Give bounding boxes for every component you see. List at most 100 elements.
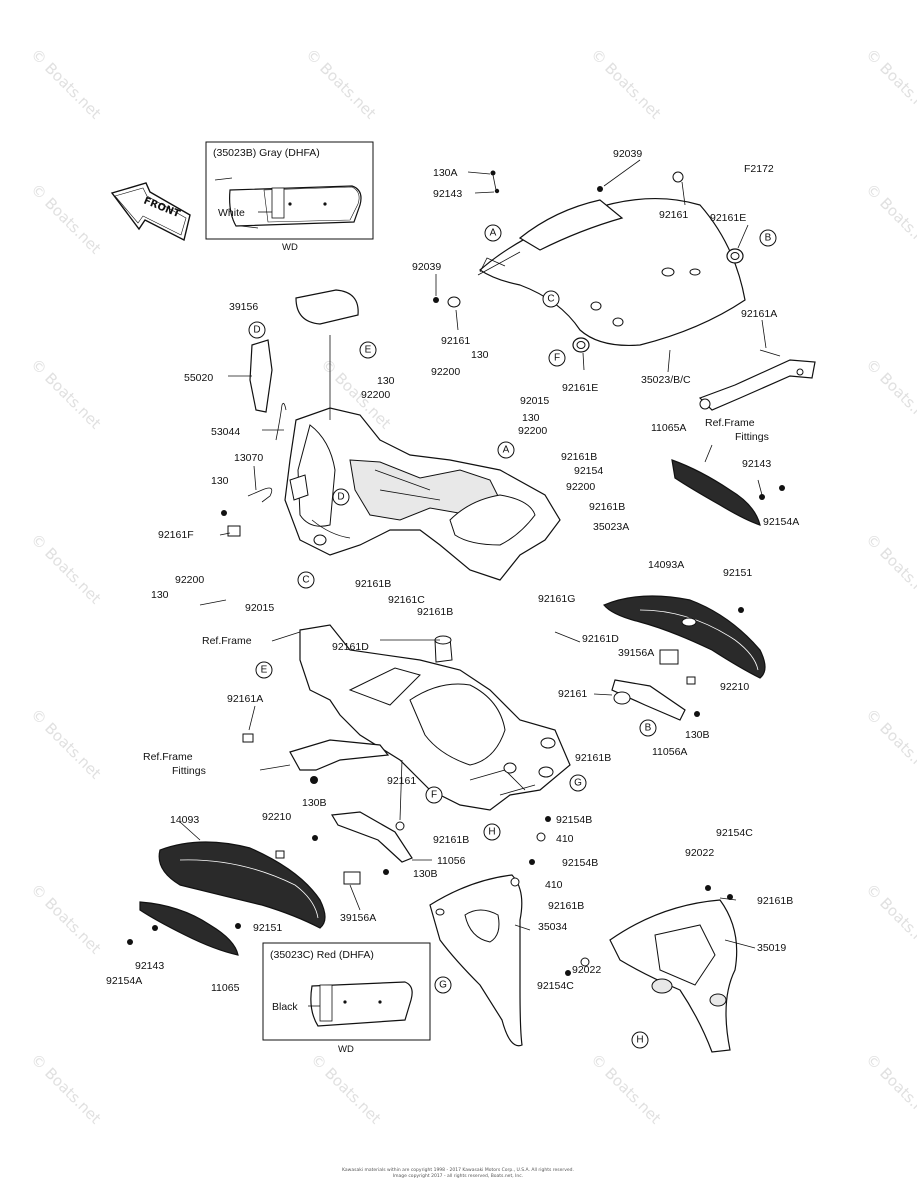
part-label: 92161B	[433, 834, 469, 846]
side-cover-left	[158, 841, 361, 929]
part-label: 130	[522, 412, 540, 424]
part-label: 13070	[234, 452, 263, 464]
part-label: 92200	[566, 481, 595, 493]
part-label: 410	[556, 833, 574, 845]
part-label: 92015	[245, 602, 274, 614]
watermark: © Boats.net	[862, 530, 917, 608]
part-label: 92210	[262, 811, 291, 823]
svg-text:B: B	[645, 723, 652, 734]
part-label: 410	[545, 879, 563, 891]
callout-F: F	[425, 786, 443, 804]
part-label: 92161	[441, 335, 470, 347]
inset-top-white: White	[218, 207, 245, 219]
part-label: 92154C	[537, 980, 574, 992]
watermark: © Boats.net	[587, 45, 665, 123]
callout-C: C	[542, 290, 560, 308]
leader-lines	[179, 159, 767, 949]
bracket-11056A	[611, 679, 700, 721]
svg-text:H: H	[636, 1035, 643, 1046]
part-label: 55020	[184, 372, 213, 384]
part-label: Ref.Frame	[202, 635, 252, 647]
part-label: 35034	[538, 921, 567, 933]
trim-11065	[127, 901, 239, 956]
watermark: © Boats.net	[302, 45, 380, 123]
watermark: © Boats.net	[862, 880, 917, 958]
part-label: 130	[471, 349, 489, 361]
watermark: © Boats.net	[27, 45, 105, 123]
svg-text:C: C	[547, 294, 554, 305]
mudflap-35034	[429, 816, 551, 1047]
part-label: 92161	[387, 775, 416, 787]
callout-F: F	[548, 349, 566, 367]
part-label: 130	[151, 589, 169, 601]
part-label: 92161B	[561, 451, 597, 463]
part-label: 92161F	[158, 529, 194, 541]
part-label: 92154B	[556, 814, 592, 826]
part-label: Fittings	[172, 765, 206, 777]
svg-text:H: H	[488, 827, 495, 838]
svg-text:A: A	[503, 445, 510, 456]
part-label: 35023A	[593, 521, 629, 533]
part-label: Ref.Frame	[705, 417, 755, 429]
inset-bottom-black: Black	[272, 1001, 298, 1013]
part-label: Fittings	[735, 431, 769, 443]
footer-copyright: Kawasaki materials within are copyright …	[342, 1167, 574, 1173]
part-label: 92161D	[332, 641, 369, 653]
part-label: 92022	[685, 847, 714, 859]
part-label: 39156	[229, 301, 258, 313]
part-label: 130B	[685, 729, 710, 741]
watermark: © Boats.net	[27, 355, 105, 433]
part-label: 92161C	[388, 594, 425, 606]
svg-text:F: F	[431, 790, 437, 801]
watermark: © Boats.net	[862, 180, 917, 258]
part-label: 11056	[437, 855, 466, 867]
part-label: 92161B	[417, 606, 453, 618]
part-label: 92039	[412, 261, 441, 273]
frame-fitting-left	[242, 733, 390, 784]
part-label: 130	[377, 375, 395, 387]
inset-top-header: (35023B) Gray (DHFA)	[213, 147, 320, 159]
svg-text:B: B	[765, 233, 772, 244]
part-label: 130B	[413, 868, 438, 880]
callout-G: G	[569, 774, 587, 792]
watermark: © Boats.net	[27, 530, 105, 608]
part-label: 92161	[558, 688, 587, 700]
svg-text:F: F	[554, 353, 560, 364]
watermark: © Boats.net	[862, 705, 917, 783]
part-label: 35023/B/C	[641, 374, 691, 386]
part-label: 92154	[574, 465, 603, 477]
svg-text:A: A	[490, 228, 497, 239]
part-label: 92200	[361, 389, 390, 401]
callout-D: D	[332, 488, 350, 506]
part-label: 92143	[433, 188, 462, 200]
svg-text:E: E	[365, 345, 372, 356]
part-label: 92161E	[710, 212, 746, 224]
inset-top-code: WD	[282, 242, 298, 253]
watermark: © Boats.net	[862, 1050, 917, 1128]
front-arrow: FRONT	[110, 182, 191, 242]
bracket-11056	[312, 811, 413, 875]
part-label: 11065	[211, 982, 240, 994]
svg-text:C: C	[302, 575, 309, 586]
part-label: 92039	[613, 148, 642, 160]
inset-bottom-code: WD	[338, 1044, 354, 1055]
part-label: 92151	[723, 567, 752, 579]
part-label: 92161D	[582, 633, 619, 645]
watermark: © Boats.net	[862, 45, 917, 123]
part-label: 35019	[757, 942, 786, 954]
callout-B: B	[759, 229, 777, 247]
trim-11065A	[671, 459, 785, 526]
part-label: 92161B	[355, 578, 391, 590]
part-label: 130	[211, 475, 229, 487]
callout-B: B	[639, 719, 657, 737]
part-label: 92161B	[757, 895, 793, 907]
inset-bottom: (35023C) Red (DHFA) Black WD	[262, 942, 431, 1055]
part-label: 92161A	[741, 308, 777, 320]
svg-text:D: D	[253, 325, 260, 336]
part-label: 92161E	[562, 382, 598, 394]
callout-H: H	[631, 1031, 649, 1049]
part-label: 92161A	[227, 693, 263, 705]
callout-G: G	[434, 976, 452, 994]
main-fender-assembly	[284, 407, 561, 581]
callout-C: C	[297, 571, 315, 589]
